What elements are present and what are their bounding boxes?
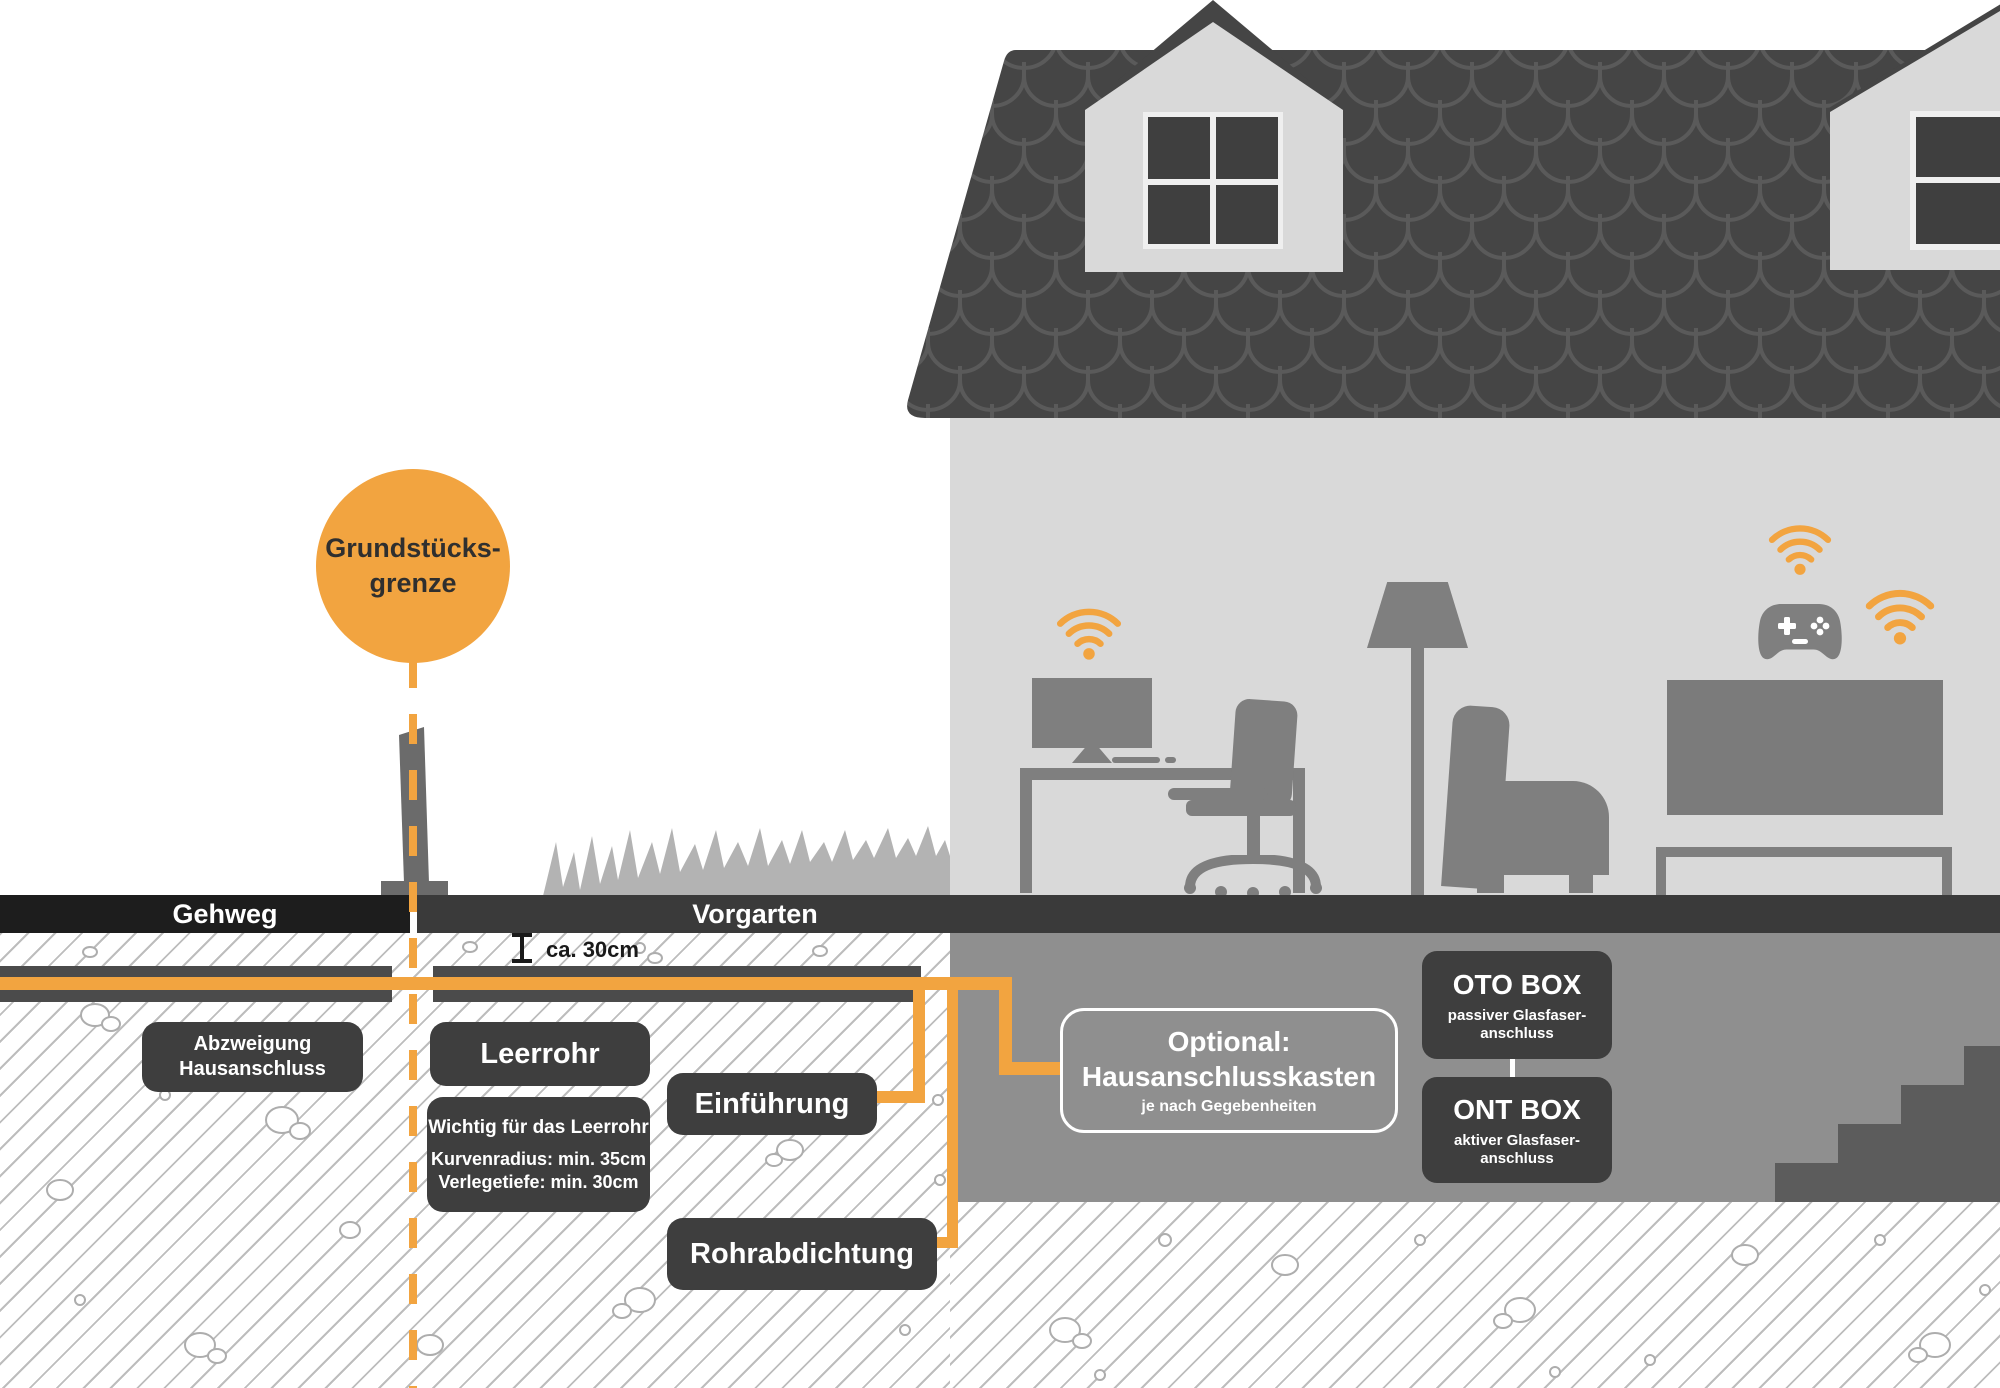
seal-label-box: Rohrabdichtung [667, 1218, 937, 1290]
entry-label-box: Einführung [667, 1073, 877, 1135]
conduit-pipe-right [433, 966, 921, 1002]
wifi-icon [1056, 608, 1122, 660]
tv-bench [1656, 847, 1952, 895]
mouse [1165, 757, 1176, 763]
junction-box-note: je nach Gegebenheiten [1141, 1098, 1317, 1115]
office-chair-base [1184, 855, 1322, 895]
boundary-badge: Grundstücks- grenze [316, 469, 510, 663]
oto-box: OTO BOX passiver Glasfaser- anschluss [1422, 951, 1612, 1059]
fiber-cable-seal-elbow [935, 1237, 958, 1248]
conduit-label-box: Leerrohr [430, 1022, 650, 1086]
oto-box-subtitle: passiver Glasfaser- anschluss [1447, 1007, 1587, 1042]
tv-screen [1667, 680, 1943, 815]
fiber-cable-to-junction-box [999, 1062, 1062, 1075]
depth-measure-cap-bottom [512, 959, 532, 963]
wifi-icon [1768, 525, 1832, 575]
grass [543, 826, 950, 896]
fiber-cable-down [999, 977, 1012, 1075]
dormer-window [1148, 117, 1278, 244]
floor-lamp-shade [1367, 582, 1468, 648]
conduit-note-title: Wichtig für das Leerrohr [428, 1116, 649, 1138]
keyboard [1112, 757, 1160, 763]
depth-measure-cap-top [512, 933, 532, 937]
monitor-screen [1032, 678, 1152, 748]
armchair-foot-right [1569, 875, 1593, 893]
entry-connector-horizontal [875, 1091, 925, 1103]
fiber-cable-seal-drop [947, 983, 958, 1248]
floor-lamp-pole [1411, 648, 1424, 895]
oto-ont-connector [1510, 1059, 1515, 1077]
garden-floor-bar [417, 895, 2000, 933]
ground-soil-right [950, 1202, 2000, 1388]
sidewalk-label: Gehweg [172, 898, 278, 929]
depth-measure-label: ca. 30cm [546, 937, 639, 962]
office-chair-seat [1186, 800, 1296, 816]
fiber-cable-horizontal [921, 977, 1012, 990]
depth-measure-line [520, 935, 524, 961]
office-chair-armrest [1168, 788, 1268, 800]
dormer-window [1916, 117, 2000, 244]
office-chair-column [1247, 816, 1260, 864]
wifi-icon [1865, 590, 1935, 645]
armchair-foot-left [1477, 875, 1504, 893]
conduit-note-box: Wichtig für das Leerrohr Kurvenradius: m… [427, 1097, 650, 1212]
entry-connector-vertical [913, 990, 925, 1102]
garden-label: Vorgarten [692, 898, 818, 929]
game-controller-icon [1758, 604, 1842, 660]
conduit-pipe-left [0, 966, 392, 1002]
desk-leg-left [1020, 780, 1032, 893]
junction-box: Optional: Hausanschlusskasten je nach Ge… [1060, 1008, 1398, 1133]
sidewalk-bar [0, 895, 410, 933]
ont-box: ONT BOX aktiver Glasfaser- anschluss [1422, 1077, 1612, 1183]
branch-label-box: Abzweigung Hausanschluss [142, 1022, 363, 1092]
house-roof [907, 0, 2000, 418]
conduit-note-radius: Kurvenradius: min. 35cm [430, 1149, 647, 1170]
monitor-stand [1072, 748, 1112, 763]
armchair-seat [1452, 781, 1609, 875]
boundary-dashed-line [409, 658, 417, 1388]
ont-box-subtitle: aktiver Glasfaser- anschluss [1454, 1132, 1580, 1167]
conduit-note-depth: Verlegetiefe: min. 30cm [438, 1171, 639, 1192]
